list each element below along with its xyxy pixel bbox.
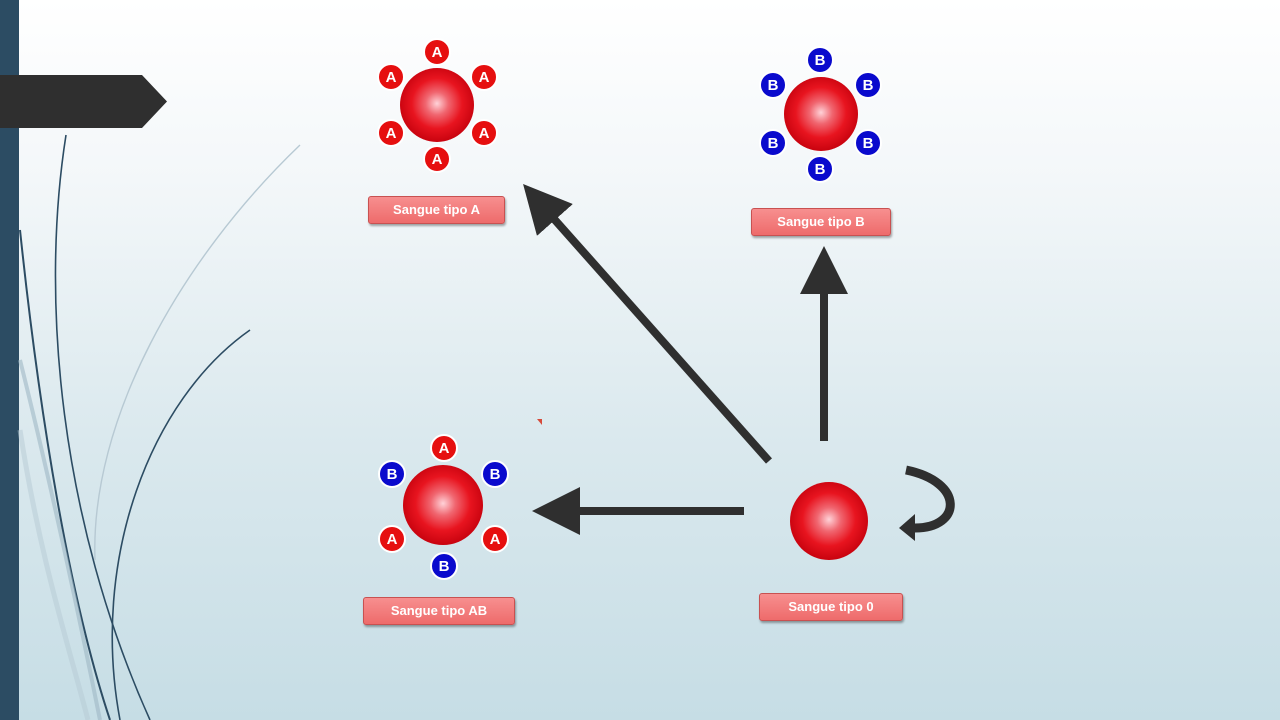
svg-text:A: A <box>387 531 398 548</box>
red-blood-cell-o <box>790 482 868 560</box>
svg-text:A: A <box>386 69 397 86</box>
svg-text:B: B <box>387 466 398 483</box>
svg-text:B: B <box>490 466 501 483</box>
antigen-a-5: A <box>470 119 498 147</box>
label-blood-type-a: Sangue tipo A <box>368 196 505 224</box>
svg-text:B: B <box>768 77 779 94</box>
antigen-b-1: B <box>806 46 834 74</box>
svg-text:A: A <box>479 125 490 142</box>
red-blood-cell-ab <box>403 465 483 545</box>
svg-text:A: A <box>432 151 443 168</box>
red-tick-mark <box>537 419 542 425</box>
svg-text:B: B <box>815 161 826 178</box>
svg-text:A: A <box>439 440 450 457</box>
antigen-b-5: B <box>854 129 882 157</box>
antigen-b-2: B <box>759 71 787 99</box>
antigen-b-3: B <box>854 71 882 99</box>
svg-text:B: B <box>863 77 874 94</box>
antigen-ab-3: B <box>481 460 509 488</box>
cell-group-o <box>790 482 868 560</box>
antigen-ab-4: A <box>378 525 406 553</box>
antigen-ab-2: B <box>378 460 406 488</box>
antigen-b-4: B <box>759 129 787 157</box>
label-blood-type-ab: Sangue tipo AB <box>363 597 515 625</box>
red-blood-cell-a <box>400 68 474 142</box>
label-blood-type-b: Sangue tipo B <box>751 208 891 236</box>
antigen-b-6: B <box>806 155 834 183</box>
title-tag-shape <box>0 75 167 128</box>
svg-text:A: A <box>432 44 443 61</box>
cell-group-b: B B B B B B <box>759 46 882 183</box>
svg-text:A: A <box>386 125 397 142</box>
decorative-curves <box>17 134 301 720</box>
cell-group-ab: A B B A A B <box>378 434 509 580</box>
antigen-ab-1: A <box>430 434 458 462</box>
svg-text:A: A <box>490 531 501 548</box>
antigen-a-6: A <box>423 145 451 173</box>
svg-text:B: B <box>815 52 826 69</box>
arrow-o-to-a <box>523 184 772 464</box>
svg-text:B: B <box>863 135 874 152</box>
svg-text:A: A <box>479 69 490 86</box>
arrow-o-to-o <box>899 465 955 541</box>
red-blood-cell-b <box>784 77 858 151</box>
svg-text:B: B <box>768 135 779 152</box>
antigen-a-1: A <box>423 38 451 66</box>
cell-group-a: A A A A A A <box>377 38 498 173</box>
svg-text:B: B <box>439 558 450 575</box>
antigen-ab-6: B <box>430 552 458 580</box>
antigen-a-3: A <box>470 63 498 91</box>
antigen-a-2: A <box>377 63 405 91</box>
antigen-a-4: A <box>377 119 405 147</box>
label-blood-type-o: Sangue tipo 0 <box>759 593 903 621</box>
antigen-ab-5: A <box>481 525 509 553</box>
left-accent-bar <box>0 0 19 720</box>
